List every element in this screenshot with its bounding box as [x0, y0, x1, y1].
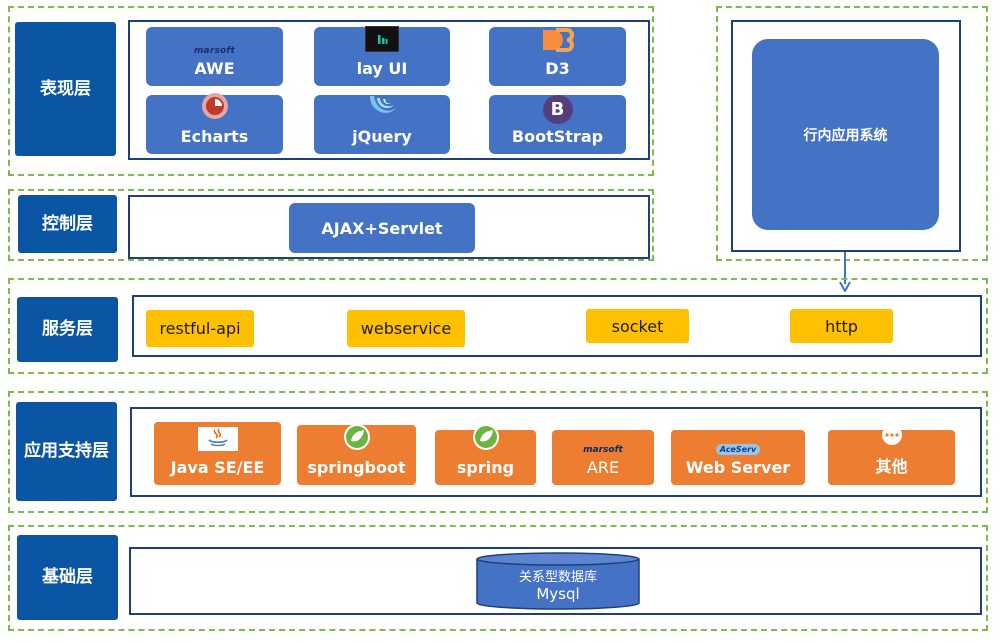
tile-java-label: Java SE/EE: [170, 458, 265, 477]
tile-bootstrap-label: BootStrap: [511, 127, 604, 146]
tile-other-label: 其他: [875, 457, 908, 476]
database-icon: [476, 552, 640, 610]
internal-system-group: [716, 6, 988, 261]
spring-logo-icon: [472, 423, 500, 455]
tile-awe[interactable]: marsoft AWE: [146, 27, 283, 86]
marsoft-logo-icon: marsoft: [583, 445, 623, 455]
tile-echarts[interactable]: Echarts: [146, 92, 283, 154]
internal-system-box[interactable]: 行内应用系统: [752, 39, 939, 230]
tile-spring-label: spring: [456, 458, 515, 477]
d3-logo-icon: [541, 28, 575, 56]
tile-layui[interactable]: lay UI: [314, 25, 450, 86]
app-support-layer-label: 应用支持层: [16, 402, 117, 501]
app-support-layer-group: [8, 391, 988, 513]
tile-bootstrap[interactable]: B BootStrap: [489, 95, 626, 154]
tile-ajax-servlet[interactable]: AJAX+Servlet: [289, 203, 475, 253]
service-layer-label: 服务层: [17, 297, 118, 362]
presentation-layer-group: [8, 6, 654, 176]
control-layer-group: [8, 189, 654, 261]
java-logo-icon: [197, 427, 238, 455]
tile-restful-api[interactable]: restful-api: [146, 310, 254, 347]
bootstrap-logo-icon: B: [542, 95, 573, 124]
internal-system-label: 行内应用系统: [803, 127, 888, 144]
tile-springboot[interactable]: springboot: [297, 423, 416, 485]
database-title: 关系型数据库: [518, 570, 597, 585]
tile-other[interactable]: 其他: [828, 425, 955, 485]
presentation-layer-label: 表现层: [15, 22, 116, 156]
tile-jquery[interactable]: jQuery: [314, 95, 450, 154]
tile-are[interactable]: marsoft ARE: [552, 430, 654, 485]
tile-socket[interactable]: socket: [586, 309, 689, 343]
foundation-layer-label: 基础层: [17, 535, 118, 620]
service-layer-group: [8, 278, 988, 374]
marsoft-logo-icon: marsoft: [193, 46, 236, 56]
tile-d3[interactable]: D3: [489, 27, 626, 86]
tile-jquery-label: jQuery: [352, 127, 412, 146]
tile-are-label: ARE: [586, 458, 620, 477]
database-name: Mysql: [536, 585, 580, 603]
echarts-logo-icon: [201, 92, 229, 124]
springboot-logo-icon: [343, 423, 371, 455]
tile-echarts-label: Echarts: [180, 127, 249, 146]
control-layer-label: 控制层: [18, 195, 117, 253]
foundation-layer-group: [8, 525, 988, 631]
jquery-logo-icon: [366, 92, 398, 124]
tile-layui-label: lay UI: [356, 59, 408, 78]
tile-webservice[interactable]: webservice: [347, 310, 465, 347]
tile-d3-label: D3: [545, 59, 570, 78]
tile-web-server[interactable]: AceServ Web Server: [671, 430, 805, 485]
tile-http[interactable]: http: [790, 309, 893, 343]
tile-springboot-label: springboot: [307, 458, 406, 477]
tile-java[interactable]: Java SE/EE: [154, 422, 281, 485]
tile-web-server-label: Web Server: [685, 458, 791, 477]
tile-ajax-servlet-label: AJAX+Servlet: [321, 218, 443, 238]
more-icon: [879, 424, 905, 450]
layui-logo-icon: [364, 25, 400, 56]
database-cylinder[interactable]: 关系型数据库 Mysql: [476, 552, 640, 610]
web-server-logo-icon: AceServ: [715, 444, 761, 455]
tile-awe-label: AWE: [194, 59, 235, 78]
tile-spring[interactable]: spring: [435, 424, 536, 485]
